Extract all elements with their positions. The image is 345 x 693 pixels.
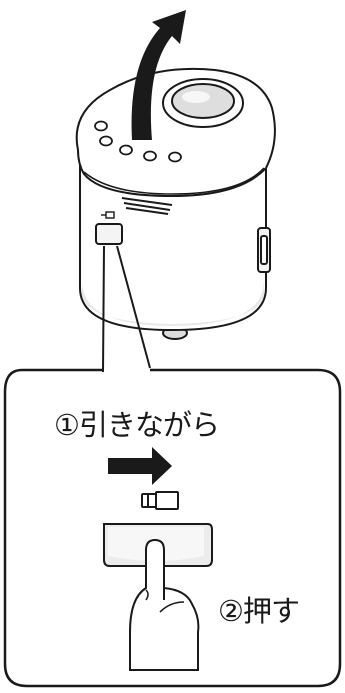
control-button (143, 150, 157, 162)
release-icon-large (141, 491, 179, 510)
vent-slits (121, 197, 173, 215)
lid-release-button (95, 223, 123, 245)
control-button (94, 120, 108, 132)
release-icon (101, 211, 115, 219)
step2-label: ②押す (218, 594, 300, 628)
control-button (99, 135, 113, 147)
rice-cooker (75, 67, 276, 340)
control-buttons (94, 120, 182, 163)
push-direction-arrow (108, 447, 172, 485)
open-lid-arrow (131, 10, 186, 140)
control-button (168, 151, 182, 163)
control-button (119, 144, 133, 156)
finger (129, 538, 200, 671)
callout (3, 245, 342, 688)
callout-box (3, 368, 342, 688)
step1-label: ①引きながら (54, 408, 220, 442)
cooker-body (79, 149, 267, 332)
